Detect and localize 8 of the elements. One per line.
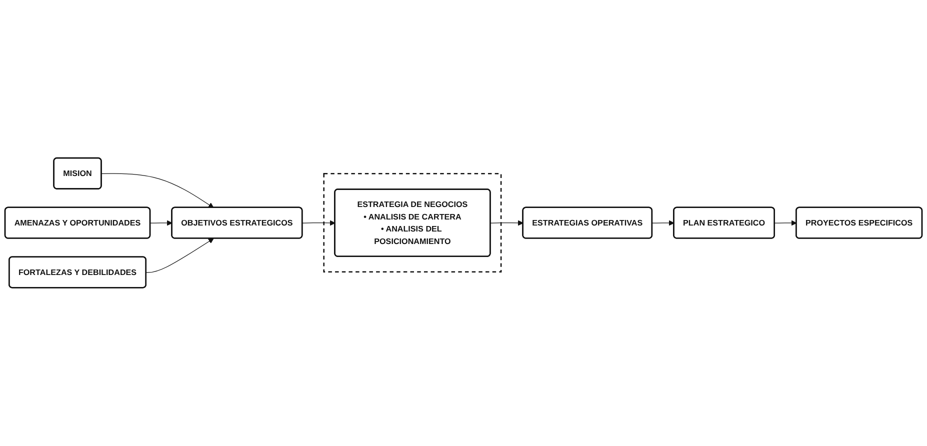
- arrow: [490, 220, 524, 226]
- arrow: [774, 220, 797, 226]
- arrow: [146, 238, 214, 274]
- cluster: [323, 173, 502, 273]
- arrow: [150, 220, 172, 226]
- arrow: [652, 220, 674, 226]
- arrow: [101, 174, 214, 208]
- arrow: [302, 220, 336, 226]
